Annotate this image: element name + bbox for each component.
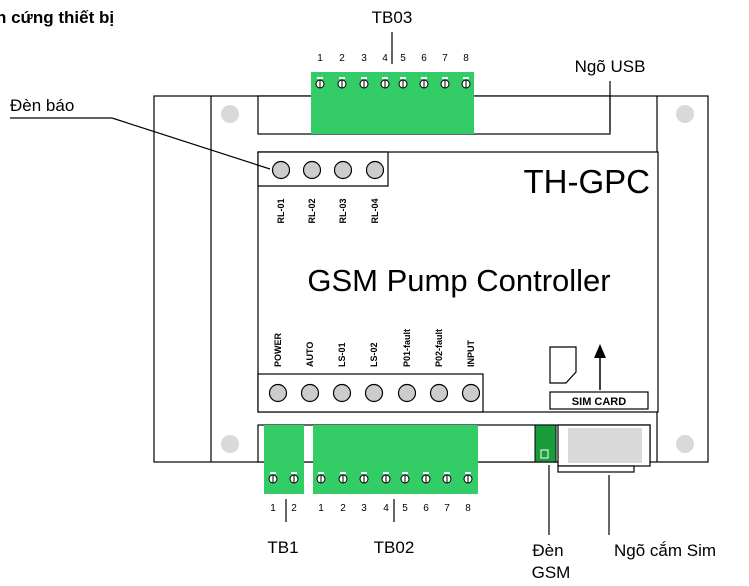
mount-hole-bottom-left: [221, 435, 239, 453]
tb03-screw-5: [398, 77, 408, 89]
status-labels: POWER AUTO LS-01 LS-02 P01-fault P02-fault INP…: [273, 329, 476, 367]
tb03-pin-6: 6: [421, 53, 427, 64]
product-name: GSM Pump Controller: [307, 263, 610, 298]
tb02-screw-6: [421, 472, 431, 484]
tb1-label: TB1: [267, 538, 298, 557]
relay-led-label: RL-02: [307, 198, 317, 223]
tb03-screw-8: [461, 77, 471, 89]
tb02-screw-1: [316, 472, 326, 484]
relay-led-rl-02: [302, 160, 322, 180]
gsm-led-label-line1: Đèn: [532, 541, 563, 560]
tb02-terminal-block: [313, 425, 478, 494]
tb02-pin-1: 1: [318, 503, 324, 514]
status-led-ls-01: [332, 383, 352, 403]
tb02-pin-2: 2: [340, 503, 346, 514]
status-led-label: INPUT: [466, 339, 476, 367]
front-panel: [257, 151, 659, 413]
tb03-screws: [315, 77, 471, 89]
gsm-led-label-line2: GSM: [532, 563, 571, 582]
sim-slot-recess: [568, 428, 642, 463]
tb03-screw-4: [380, 77, 390, 89]
tb02-screw-7: [442, 472, 452, 484]
status-led-label: POWER: [273, 332, 283, 367]
sim-card-box: [549, 391, 649, 410]
tb03-label: TB03: [372, 8, 413, 27]
tb03-screw-1: [315, 77, 325, 89]
tb03-screw-6: [419, 77, 429, 89]
gsm-led: [540, 449, 549, 459]
leds-label: Đèn báo: [10, 96, 74, 115]
tb03-terminal-block: [311, 72, 474, 134]
tb02-pin-5: 5: [402, 503, 408, 514]
tb02-screw-8: [463, 472, 473, 484]
tb02-screw-4: [381, 472, 391, 484]
tb02-pin-4: 4: [383, 503, 389, 514]
tb03-pin-3: 3: [361, 53, 367, 64]
tb03-pin-7: 7: [442, 53, 448, 64]
tb1-pin-1: 1: [270, 503, 276, 514]
status-led-label: P01-fault: [402, 329, 412, 367]
status-led-p01-fault: [397, 383, 417, 403]
tb1-pin-2: 2: [291, 503, 297, 514]
tb03-pin-5: 5: [400, 53, 406, 64]
tb03-pin-8: 8: [463, 53, 469, 64]
tb02-pin-6: 6: [423, 503, 429, 514]
bottom-screws: [268, 472, 473, 484]
mount-hole-top-right: [676, 105, 694, 123]
tb1-screw-1: [268, 472, 278, 484]
leds-pointer: [111, 117, 271, 170]
mount-hole-top-left: [221, 105, 239, 123]
relay-led-rl-04: [365, 160, 385, 180]
page-title: n cứng thiết bị: [0, 8, 114, 27]
model-label: TH-GPC: [524, 163, 651, 200]
tb03-pin-4: 4: [382, 53, 388, 64]
tb02-pin-7: 7: [444, 503, 450, 514]
relay-led-label: RL-01: [276, 198, 286, 223]
tb02-screw-5: [400, 472, 410, 484]
tb02-screw-2: [338, 472, 348, 484]
relay-led-label: RL-03: [338, 198, 348, 223]
status-led-input: [461, 383, 481, 403]
sim-card-label: SIM CARD: [572, 396, 626, 408]
relay-led-label: RL-04: [370, 198, 380, 223]
sim-card-icon: [549, 344, 606, 390]
tb02-label: TB02: [374, 538, 415, 557]
tb03-pin-1: 1: [317, 53, 323, 64]
mount-hole-bottom-right: [676, 435, 694, 453]
tb1-terminal-block: [264, 425, 304, 494]
relay-labels: RL-01 RL-02 RL-03 RL-04: [276, 198, 380, 223]
relay-led-bar: [257, 151, 389, 187]
status-led-label: AUTO: [305, 342, 315, 367]
status-led-auto: [300, 383, 320, 403]
tb02-screw-3: [359, 472, 369, 484]
status-led-label: LS-01: [337, 342, 347, 367]
gsm-led-housing: [534, 424, 557, 463]
relay-led-rl-01: [271, 160, 291, 180]
tb03-pin-labels: 1 2 3 4 5 6 7 8: [317, 53, 469, 64]
sim-slot-label: Ngõ cắm Sim: [614, 541, 716, 560]
status-leds: [268, 383, 481, 403]
tb02-pin-8: 8: [465, 503, 471, 514]
status-led-label: LS-02: [369, 342, 379, 367]
status-led-ls-02: [364, 383, 384, 403]
tb1-screw-2: [289, 472, 299, 484]
tb03-screw-7: [440, 77, 450, 89]
tb03-pin-2: 2: [339, 53, 345, 64]
tb03-screw-3: [359, 77, 369, 89]
status-led-p02-fault: [429, 383, 449, 403]
bottom-pin-labels: 1 2 1 2 3 4 5 6 7 8: [270, 503, 471, 514]
sim-tray-lip: [557, 465, 635, 473]
relay-leds: [271, 160, 385, 180]
tb03-screw-2: [337, 77, 347, 89]
relay-led-rl-03: [333, 160, 353, 180]
tb02-pin-3: 3: [361, 503, 367, 514]
status-led-label: P02-fault: [434, 329, 444, 367]
usb-label: Ngõ USB: [575, 57, 646, 76]
status-led-power: [268, 383, 288, 403]
